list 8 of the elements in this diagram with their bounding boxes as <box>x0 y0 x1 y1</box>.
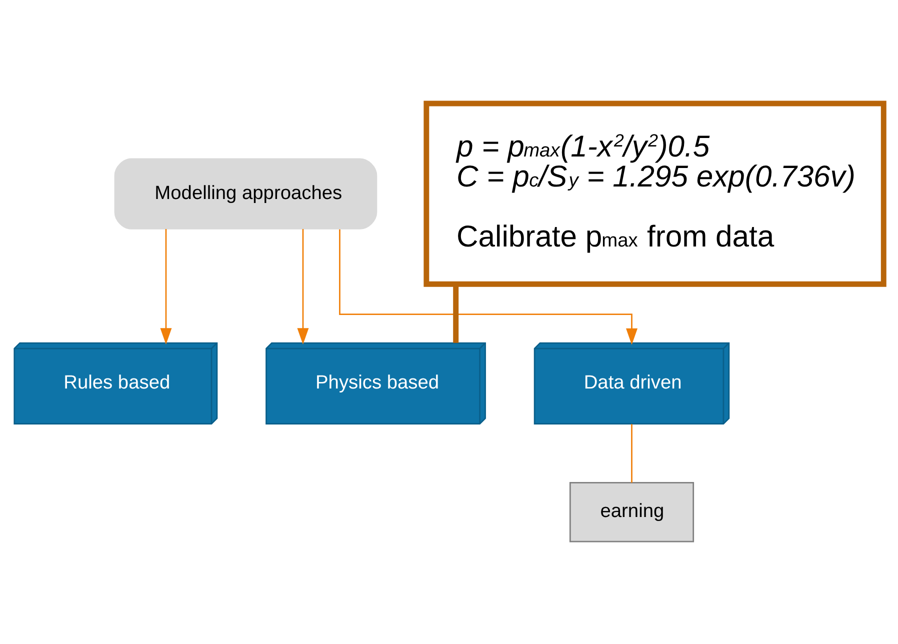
arrow <box>297 228 309 344</box>
node-box: earning <box>569 481 694 542</box>
connector <box>631 424 632 482</box>
arrow <box>339 228 638 344</box>
connector <box>453 284 459 342</box>
node-box: p = pmax(1-x$^{2}$/y$^{2}$)0.5 C = pc/Sy = 1.295 exp(0.736v) Calibrate pmax from data <box>424 100 886 286</box>
node-box: Modelling approaches <box>114 158 378 229</box>
arrow <box>160 228 172 344</box>
